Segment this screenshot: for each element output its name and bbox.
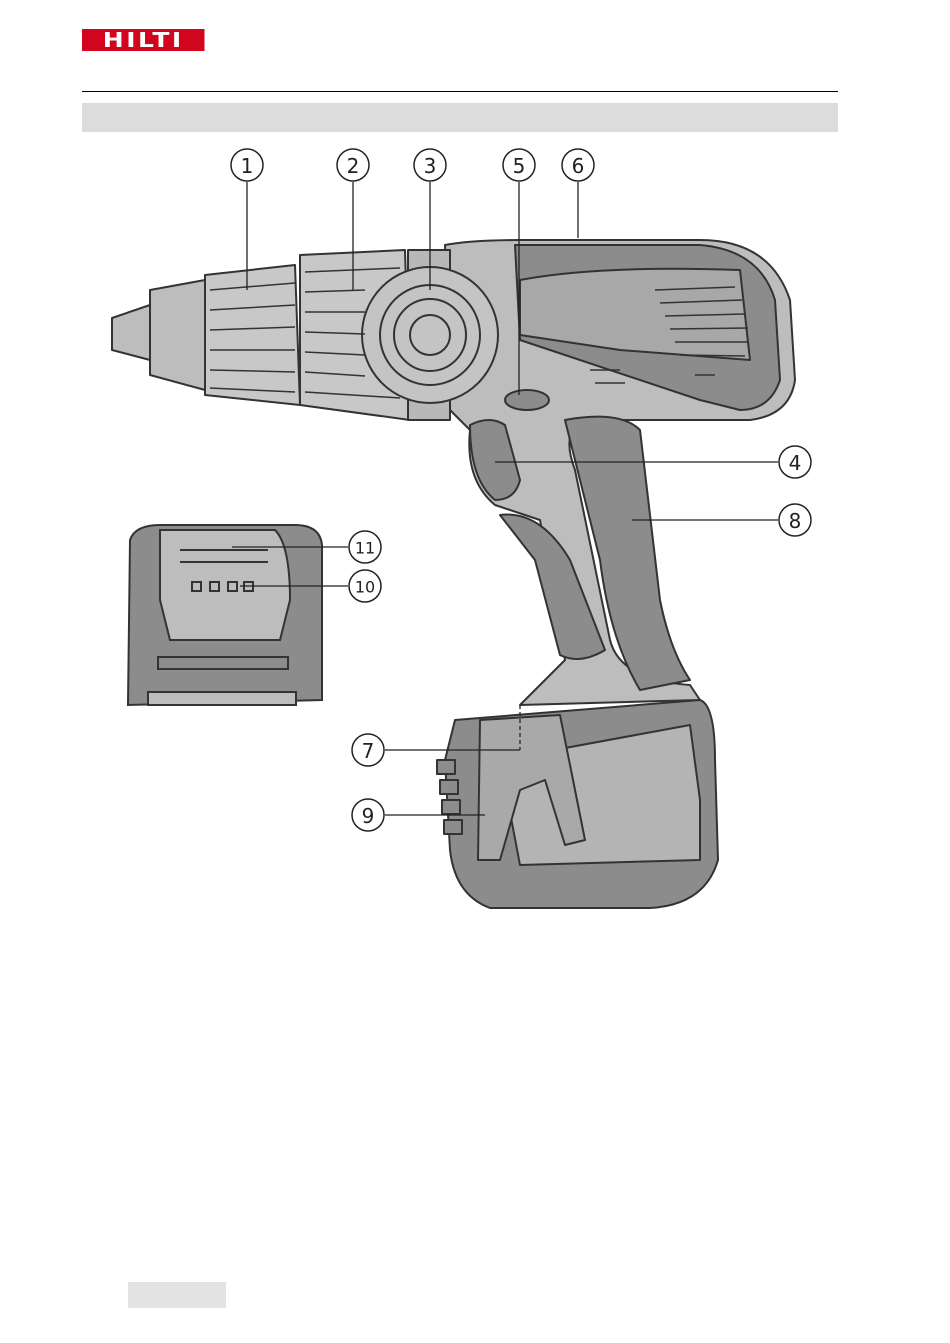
callout-1-label: 1 bbox=[241, 154, 254, 178]
callout-9-label: 9 bbox=[362, 804, 375, 828]
footer-page-box bbox=[128, 1282, 226, 1308]
callout-6-label: 6 bbox=[572, 154, 585, 178]
battery-indicator-view bbox=[128, 525, 322, 705]
hilti-logo: HILTI bbox=[82, 29, 205, 51]
callout-5-label: 5 bbox=[513, 154, 526, 178]
callout-7-label: 7 bbox=[362, 739, 375, 763]
callout-2-label: 2 bbox=[347, 154, 360, 178]
header-rule bbox=[82, 91, 838, 92]
callout-11-label: 11 bbox=[355, 539, 375, 558]
callout-3-label: 3 bbox=[424, 154, 437, 178]
callout-8-label: 8 bbox=[789, 509, 802, 533]
drill-illustration: 1 2 3 5 6 4 8 11 10 7 9 bbox=[0, 140, 950, 930]
callout-10-label: 10 bbox=[355, 578, 375, 597]
section-band bbox=[82, 103, 838, 132]
callout-4-label: 4 bbox=[789, 451, 802, 475]
